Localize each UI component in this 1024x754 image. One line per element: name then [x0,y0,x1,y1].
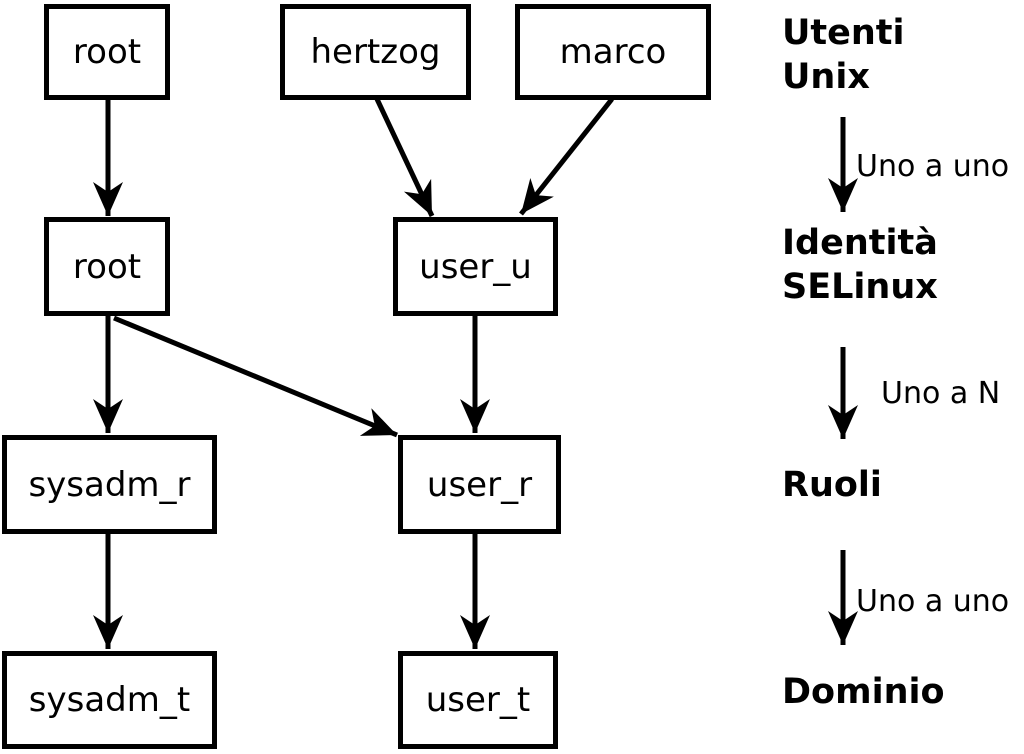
node-sysadm-t-label: sysadm_t [28,680,191,720]
node-sysadm-t: sysadm_t [2,651,217,749]
node-user-t: user_t [398,651,558,749]
node-hertzog: hertzog [280,4,471,100]
node-user-u-label: user_u [419,246,532,287]
node-root-selinux: root [44,217,170,316]
edge-hertzog-to-user-u [374,97,435,218]
node-root-selinux-label: root [72,246,142,287]
node-root-unix: root [44,4,170,100]
legend-relation-one-to-n: Uno a N [881,376,1001,411]
node-root-unix-label: root [72,32,142,72]
legend-heading-domain: Dominio [782,672,945,712]
node-hertzog-label: hertzog [310,32,441,72]
legend-heading-unix-users-line1: Utenti [782,13,905,53]
legend-heading-roles: Ruoli [782,465,882,505]
node-marco: marco [515,4,711,100]
node-user-r-label: user_r [426,464,533,505]
legend-heading-unix-users-line2: Unix [782,57,870,97]
node-user-r: user_r [398,435,561,534]
node-user-t-label: user_t [425,680,531,720]
legend-relation-one-to-one-1: Uno a uno [856,149,1010,184]
node-user-u: user_u [393,217,558,316]
legend-heading-selinux-identity-line2: SELinux [782,267,938,307]
legend-relation-one-to-one-2: Uno a uno [856,584,1010,619]
edge-root-selinux-to-user-r [113,315,398,438]
node-sysadm-r-label: sysadm_r [28,464,191,505]
legend-heading-selinux-identity: Identità SELinux [782,221,938,309]
node-marco-label: marco [559,32,667,72]
legend-heading-selinux-identity-line1: Identità [782,223,938,263]
edge-marco-to-user-u [519,97,614,216]
legend-heading-unix-users: Utenti Unix [782,11,905,99]
node-sysadm-r: sysadm_r [2,435,217,534]
